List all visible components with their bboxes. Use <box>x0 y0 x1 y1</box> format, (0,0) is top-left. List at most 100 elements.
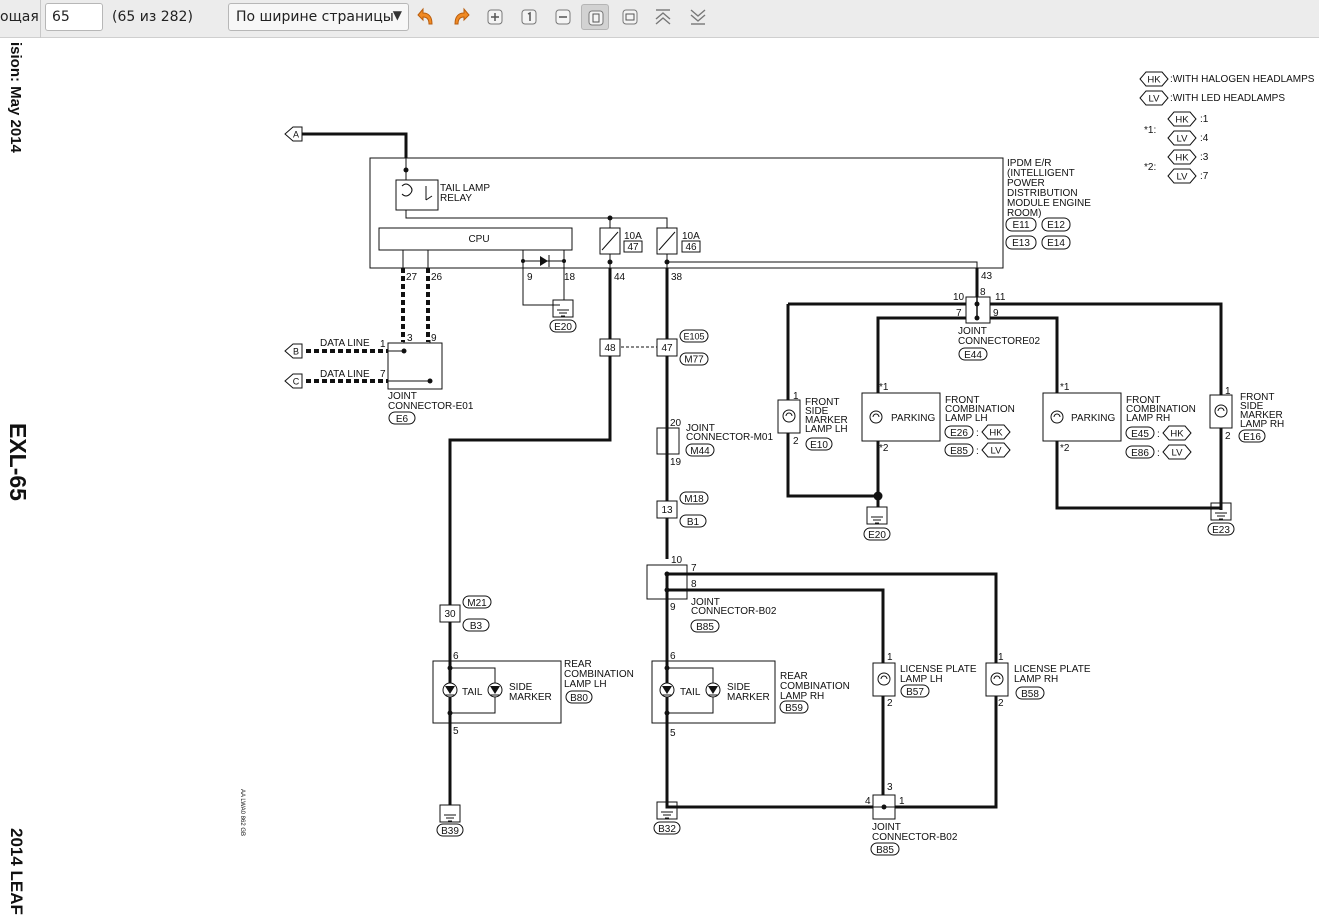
connection-arrows: A B C DATA LINE DATA LINE <box>284 126 370 389</box>
inline-m77: M77 <box>684 355 704 366</box>
rcl-rh-tail: TAIL <box>680 687 701 698</box>
fcl-lh-hk-tag: HK <box>989 428 1003 439</box>
jc-b02-top-pin-10: 10 <box>671 555 683 566</box>
fcl-lh-conn-2: E85 <box>950 446 968 457</box>
legend-lv-tag: LV <box>1149 94 1161 105</box>
data-lines <box>306 268 430 383</box>
jc-b02-bot-label-1: JOINT <box>872 822 901 833</box>
front-combination-lamp-lh: PARKING *1 *2 FRONT COMBINATION LAMP LH … <box>861 382 1015 458</box>
zoom-out-button[interactable] <box>549 4 577 30</box>
lpl-lh-conn: B57 <box>906 687 924 698</box>
fit-width-button[interactable] <box>616 4 644 30</box>
joint-connector-e02: 10 8 11 7 9 JOINT CONNECTORE02 E44 <box>953 287 1040 361</box>
jc-b02-bot-pin-4: 4 <box>865 796 871 807</box>
fcl-lh-star2: *2 <box>879 443 889 454</box>
jc-e01-label-1: JOINT <box>388 391 417 402</box>
jc-m01-conn: M44 <box>690 446 710 457</box>
rcl-rh-pin-5: 5 <box>670 728 676 739</box>
rotate-left-icon <box>417 7 433 25</box>
prev-button[interactable]: ощая <box>0 9 39 25</box>
rotate-right-button[interactable] <box>446 4 474 30</box>
fcl-rh-star1: *1 <box>1060 382 1070 393</box>
fit-page-button[interactable] <box>581 4 609 30</box>
rcl-lh-pin-6: 6 <box>453 651 459 662</box>
continuous-icon <box>655 9 671 25</box>
fcl-rh-label-2: COMBINATION <box>1126 404 1196 415</box>
toolbar-divider <box>40 0 41 38</box>
fcl-rh-star2: *2 <box>1060 443 1070 454</box>
legend-hk-tag: HK <box>1147 75 1161 86</box>
ipdm-pin-18: 18 <box>564 272 576 283</box>
zoom-select-value: По ширине страницы <box>236 9 394 25</box>
license-plate-lamp-lh: 1 2 LICENSE PLATE LAMP LH B57 <box>872 652 977 709</box>
fcl-lh-lv-tag: LV <box>991 446 1003 457</box>
fcl-lh-label-3: LAMP LH <box>945 413 988 424</box>
lpl-lh-label-2: LAMP LH <box>900 674 943 685</box>
front-side-marker-lh: 1 2 FRONT SIDE MARKER LAMP LH E10 <box>777 391 848 451</box>
lpl-rh-pin-1: 1 <box>998 652 1004 663</box>
jc-b02-bot-pin-3: 3 <box>887 782 893 793</box>
dual-page-button[interactable] <box>684 4 712 30</box>
fcl-rh-conn-1: E45 <box>1131 429 1149 440</box>
rcl-rh-pin-6: 6 <box>670 651 676 662</box>
rcl-rh-label-3: LAMP RH <box>780 691 824 702</box>
continuous-button[interactable] <box>649 4 677 30</box>
lpl-rh-label-2: LAMP RH <box>1014 674 1058 685</box>
arrow-b-label: B <box>293 347 299 357</box>
fcl-rh-conn-2: E86 <box>1131 448 1149 459</box>
zoom-select[interactable]: По ширине страницы ▼ <box>228 3 409 31</box>
fcl-rh-label-3: LAMP RH <box>1126 413 1170 424</box>
ipdm-pin-44: 44 <box>614 272 626 283</box>
fit-width-icon <box>622 9 638 25</box>
zoom-in-button[interactable] <box>481 4 509 30</box>
rcl-rh-label-1: REAR <box>780 671 808 682</box>
fcl-lh-parking: PARKING <box>891 413 935 424</box>
inline-13: 13 <box>661 505 673 516</box>
page-count-label: (65 из 282) <box>112 9 193 25</box>
inline-connectors: 48 47 E105 M77 13 M18 B1 30 M21 B3 <box>439 329 709 632</box>
front-side-marker-rh: 1 2 FRONT SIDE MARKER LAMP RH E16 <box>1209 386 1284 443</box>
fcl-lh-conn-1: E26 <box>950 428 968 439</box>
inline-47: 47 <box>661 343 673 354</box>
inline-b1: B1 <box>687 517 700 528</box>
fcl-lh-label-1: FRONT <box>945 395 979 406</box>
ground-symbols <box>436 299 1235 837</box>
ground-b39: B39 <box>441 826 459 837</box>
jc-b02-top-label-1: JOINT <box>691 597 720 608</box>
legend-star1-hk: :1 <box>1200 114 1209 125</box>
jc-e01-pin-9: 9 <box>431 333 437 344</box>
fcl-lh-label-2: COMBINATION <box>945 404 1015 415</box>
fcl-rh-parking: PARKING <box>1071 413 1115 424</box>
rcl-lh-tail: TAIL <box>462 687 483 698</box>
fuse-46-amp: 10A <box>682 231 700 242</box>
zoom-in-icon <box>487 9 503 25</box>
rear-combination-lamp-lh: TAIL SIDE MARKER 6 5 REAR COMBINATION LA… <box>432 651 634 737</box>
fcl-lh-sep-1: : <box>976 428 979 439</box>
inline-m21: M21 <box>467 598 487 609</box>
zoom-out-icon <box>555 9 571 25</box>
lpl-rh-conn: B58 <box>1021 689 1039 700</box>
actual-size-button[interactable] <box>515 4 543 30</box>
jc-b02-top-pin-7: 7 <box>691 563 697 574</box>
rcl-lh-pin-5: 5 <box>453 726 459 737</box>
jc-m01-label-1: JOINT <box>686 423 715 434</box>
fcl-lh-sep-2: : <box>976 446 979 457</box>
tail-lamp-relay-label-1: TAIL LAMP <box>440 183 490 194</box>
chevron-down-icon: ▼ <box>392 8 402 22</box>
rcl-rh-conn: B59 <box>785 703 803 714</box>
jc-e02-pin-11: 11 <box>995 292 1006 303</box>
wiring-diagram: HK :WITH HALOGEN HEADLAMPS LV :WITH LED … <box>239 71 1315 856</box>
fcl-rh-sep-2: : <box>1157 448 1160 459</box>
rcl-lh-label-2: COMBINATION <box>564 669 634 680</box>
tail-lamp-relay-label-2: RELAY <box>440 193 472 204</box>
fsm-rh-label-2: SIDE <box>1240 401 1264 412</box>
rear-combination-lamp-rh: TAIL SIDE MARKER 6 5 REAR COMBINATION LA… <box>651 651 850 739</box>
ipdm-label-1: IPDM E/R <box>1007 158 1051 169</box>
ground-b32: B32 <box>658 824 676 835</box>
ipdm-label-3: POWER <box>1007 178 1045 189</box>
rotate-left-button[interactable] <box>413 4 441 30</box>
legend-lv-text: :WITH LED HEADLAMPS <box>1170 93 1285 104</box>
page-number-input[interactable] <box>45 3 103 31</box>
ipdm-conn-e12: E12 <box>1047 220 1065 231</box>
joint-connector-b02-top: 10 7 8 9 JOINT CONNECTOR-B02 B85 <box>646 555 777 633</box>
